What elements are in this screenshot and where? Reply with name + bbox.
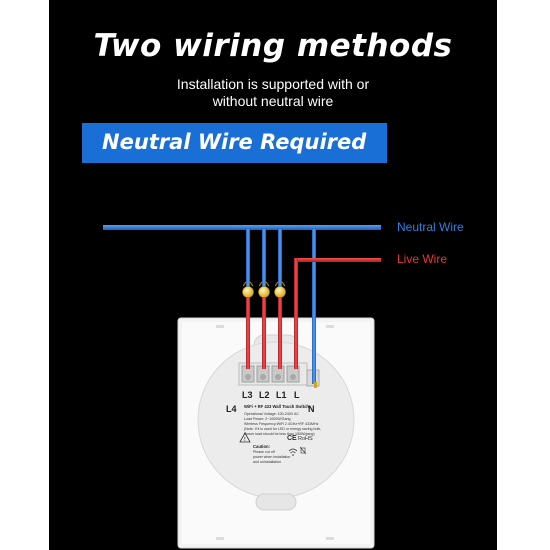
rohs-mark: RoHS — [298, 436, 313, 442]
terminal-l: L — [294, 390, 300, 400]
caution-line-2: power when installation — [253, 455, 290, 459]
caution-line-3: and uninstallation — [253, 460, 281, 464]
terminal-l4: L4 — [226, 404, 237, 414]
terminal-l2: L2 — [259, 390, 270, 400]
neutral-wire-text: Neutral Wire — [397, 220, 464, 234]
live-drop-l — [294, 258, 298, 369]
caution-title: Caution: — [253, 444, 270, 449]
neutral-wire-label: Neutral Wire — [397, 220, 464, 234]
live-wire-text: Live Wire — [397, 252, 448, 266]
spec-wireless: Wireless Frequency:WiFi 2.4GHz+RF 433MHz — [244, 422, 319, 426]
banner-text: Neutral Wire Required — [102, 130, 367, 154]
page-title: Two wiring methods — [93, 28, 453, 64]
load-wire-l2 — [262, 297, 266, 369]
product-panel: Two wiring methods Installation is suppo… — [49, 0, 497, 550]
load-wire-l1 — [278, 297, 282, 369]
neutral-drop-l3 — [246, 229, 250, 289]
neutral-drop-l1 — [278, 229, 282, 289]
caution-line-1: Please cut off — [253, 450, 275, 454]
neutral-drop-l2 — [262, 229, 266, 289]
subtitle-line-2: without neutral wire — [212, 93, 334, 109]
neutral-wire — [103, 225, 381, 230]
wifi-icon — [288, 448, 298, 456]
wiring-diagram: L3 L2 L1 L L4 N WiFi + RF 433 Wall Touch… — [103, 225, 381, 549]
switch-plate — [177, 317, 375, 549]
neutral-wire-banner: Neutral Wire Required — [82, 123, 387, 163]
subtitle-line-1: Installation is supported with or — [176, 76, 370, 92]
spec-note-1: (Note: if it is used for LED or energy s… — [244, 427, 321, 431]
load-wire-l3 — [246, 297, 250, 369]
wire-connectors — [242, 281, 286, 298]
warning-icon: ! — [239, 432, 251, 443]
bin-icon — [299, 446, 307, 455]
neutral-drop-n — [312, 229, 316, 384]
svg-text:!: ! — [244, 437, 246, 443]
live-wire-label: Live Wire — [397, 252, 447, 266]
spec-voltage: Operational Voltage: 100-240V AC — [244, 412, 299, 416]
spec-load: Load Power: 2~1000W/Gang — [244, 417, 290, 421]
terminal-l1: L1 — [276, 390, 287, 400]
terminal-n: N — [308, 404, 315, 414]
ce-mark: CE — [287, 435, 297, 442]
terminal-l3: L3 — [242, 390, 253, 400]
model-label: WiFi + RF 433 Wall Touch Switch — [244, 404, 309, 409]
spec-note-2: Power load should be less than 150W/gang… — [244, 432, 315, 436]
live-wire — [294, 258, 381, 262]
